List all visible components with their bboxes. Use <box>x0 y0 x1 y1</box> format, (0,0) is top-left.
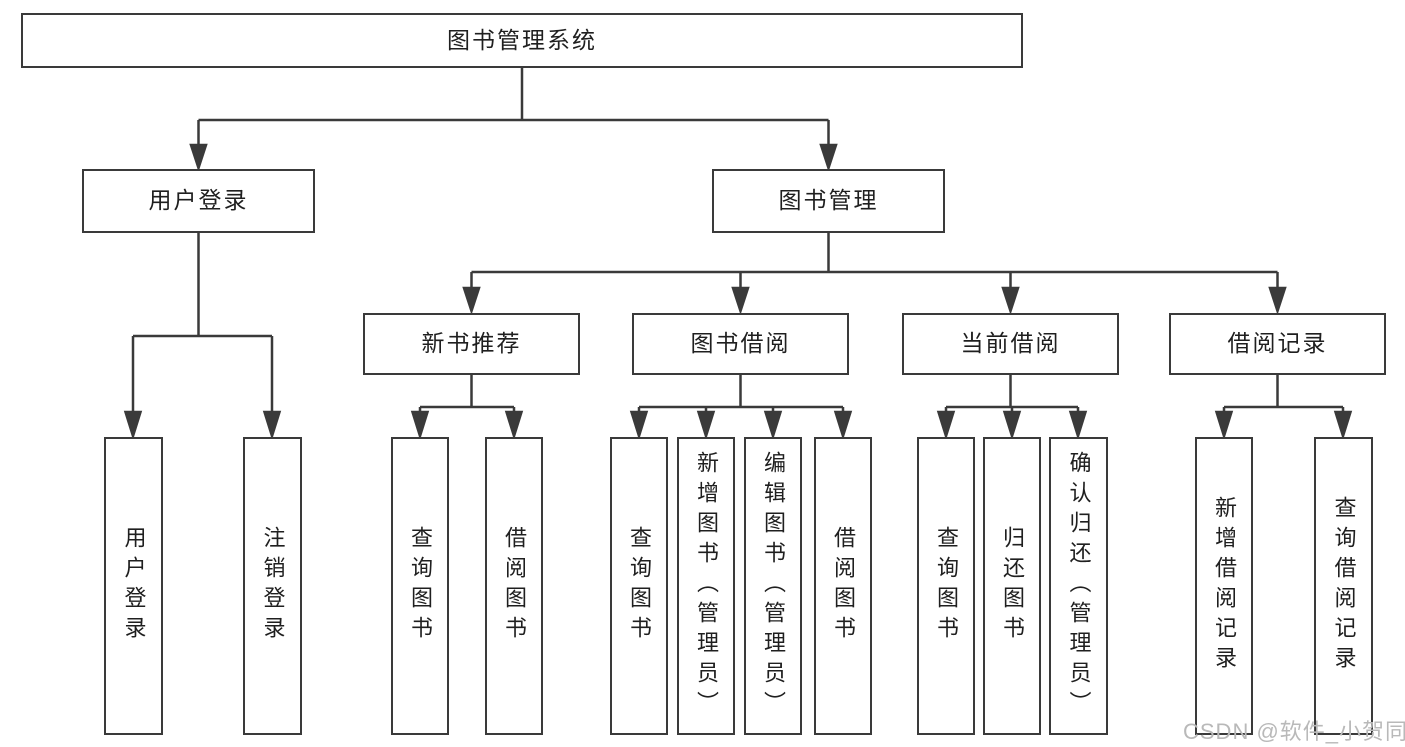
leaf-query-borrow-record: 查询借阅记录 <box>1314 437 1373 735</box>
arrow-down-icon <box>123 410 143 441</box>
connector-user-login-children <box>123 233 282 441</box>
connector-borrow-records-children <box>1214 375 1353 441</box>
arrow-down-icon <box>1002 410 1022 441</box>
arrow-down-icon <box>1333 410 1353 441</box>
arrow-down-icon <box>1001 286 1020 316</box>
arrow-down-icon <box>1214 410 1234 441</box>
leaf-add-borrow-record: 新增借阅记录 <box>1195 437 1253 735</box>
leaf-edit-books-admin: 编辑图书（管理员） <box>744 437 802 735</box>
leaf-query-books-current: 查询图书 <box>917 437 975 735</box>
node-book-management-module: 图书管理 <box>712 169 945 233</box>
leaf-user-login: 用户登录 <box>104 437 163 735</box>
arrow-down-icon <box>936 410 956 441</box>
arrow-down-icon <box>504 410 524 441</box>
connector-new-book-recommend-children <box>410 375 524 441</box>
node-library-management-system: 图书管理系统 <box>21 13 1023 68</box>
arrow-down-icon <box>262 410 282 441</box>
csdn-watermark: CSDN @软件_小贺同学 <box>1183 719 1405 744</box>
leaf-logout: 注销登录 <box>243 437 302 735</box>
node-user-login-module: 用户登录 <box>82 169 315 233</box>
arrow-down-icon <box>731 286 750 316</box>
node-book-borrow: 图书借阅 <box>632 313 849 375</box>
arrow-down-icon <box>1068 410 1088 441</box>
leaf-confirm-return-admin: 确认归还（管理员） <box>1049 437 1108 735</box>
leaf-query-books-borrow: 查询图书 <box>610 437 668 735</box>
leaf-add-books-admin: 新增图书（管理员） <box>677 437 735 735</box>
arrow-down-icon <box>833 410 853 441</box>
arrow-down-icon <box>629 410 649 441</box>
arrow-down-icon <box>763 410 783 441</box>
connector-root-to-level2 <box>189 68 838 173</box>
arrow-down-icon <box>462 286 481 316</box>
leaf-return-books: 归还图书 <box>983 437 1041 735</box>
node-new-book-recommend: 新书推荐 <box>363 313 580 375</box>
arrow-down-icon <box>410 410 430 441</box>
connector-book-management-children <box>462 233 1287 316</box>
node-borrow-records: 借阅记录 <box>1169 313 1386 375</box>
leaf-query-books-recommend: 查询图书 <box>391 437 449 735</box>
arrow-down-icon <box>819 143 838 173</box>
arrow-down-icon <box>189 143 208 173</box>
connector-book-borrow-children <box>629 375 853 441</box>
connector-current-borrow-children <box>936 375 1088 441</box>
leaf-borrow-books-recommend: 借阅图书 <box>485 437 543 735</box>
leaf-borrow-books: 借阅图书 <box>814 437 872 735</box>
arrow-down-icon <box>696 410 716 441</box>
node-current-borrow: 当前借阅 <box>902 313 1119 375</box>
arrow-down-icon <box>1268 286 1287 316</box>
